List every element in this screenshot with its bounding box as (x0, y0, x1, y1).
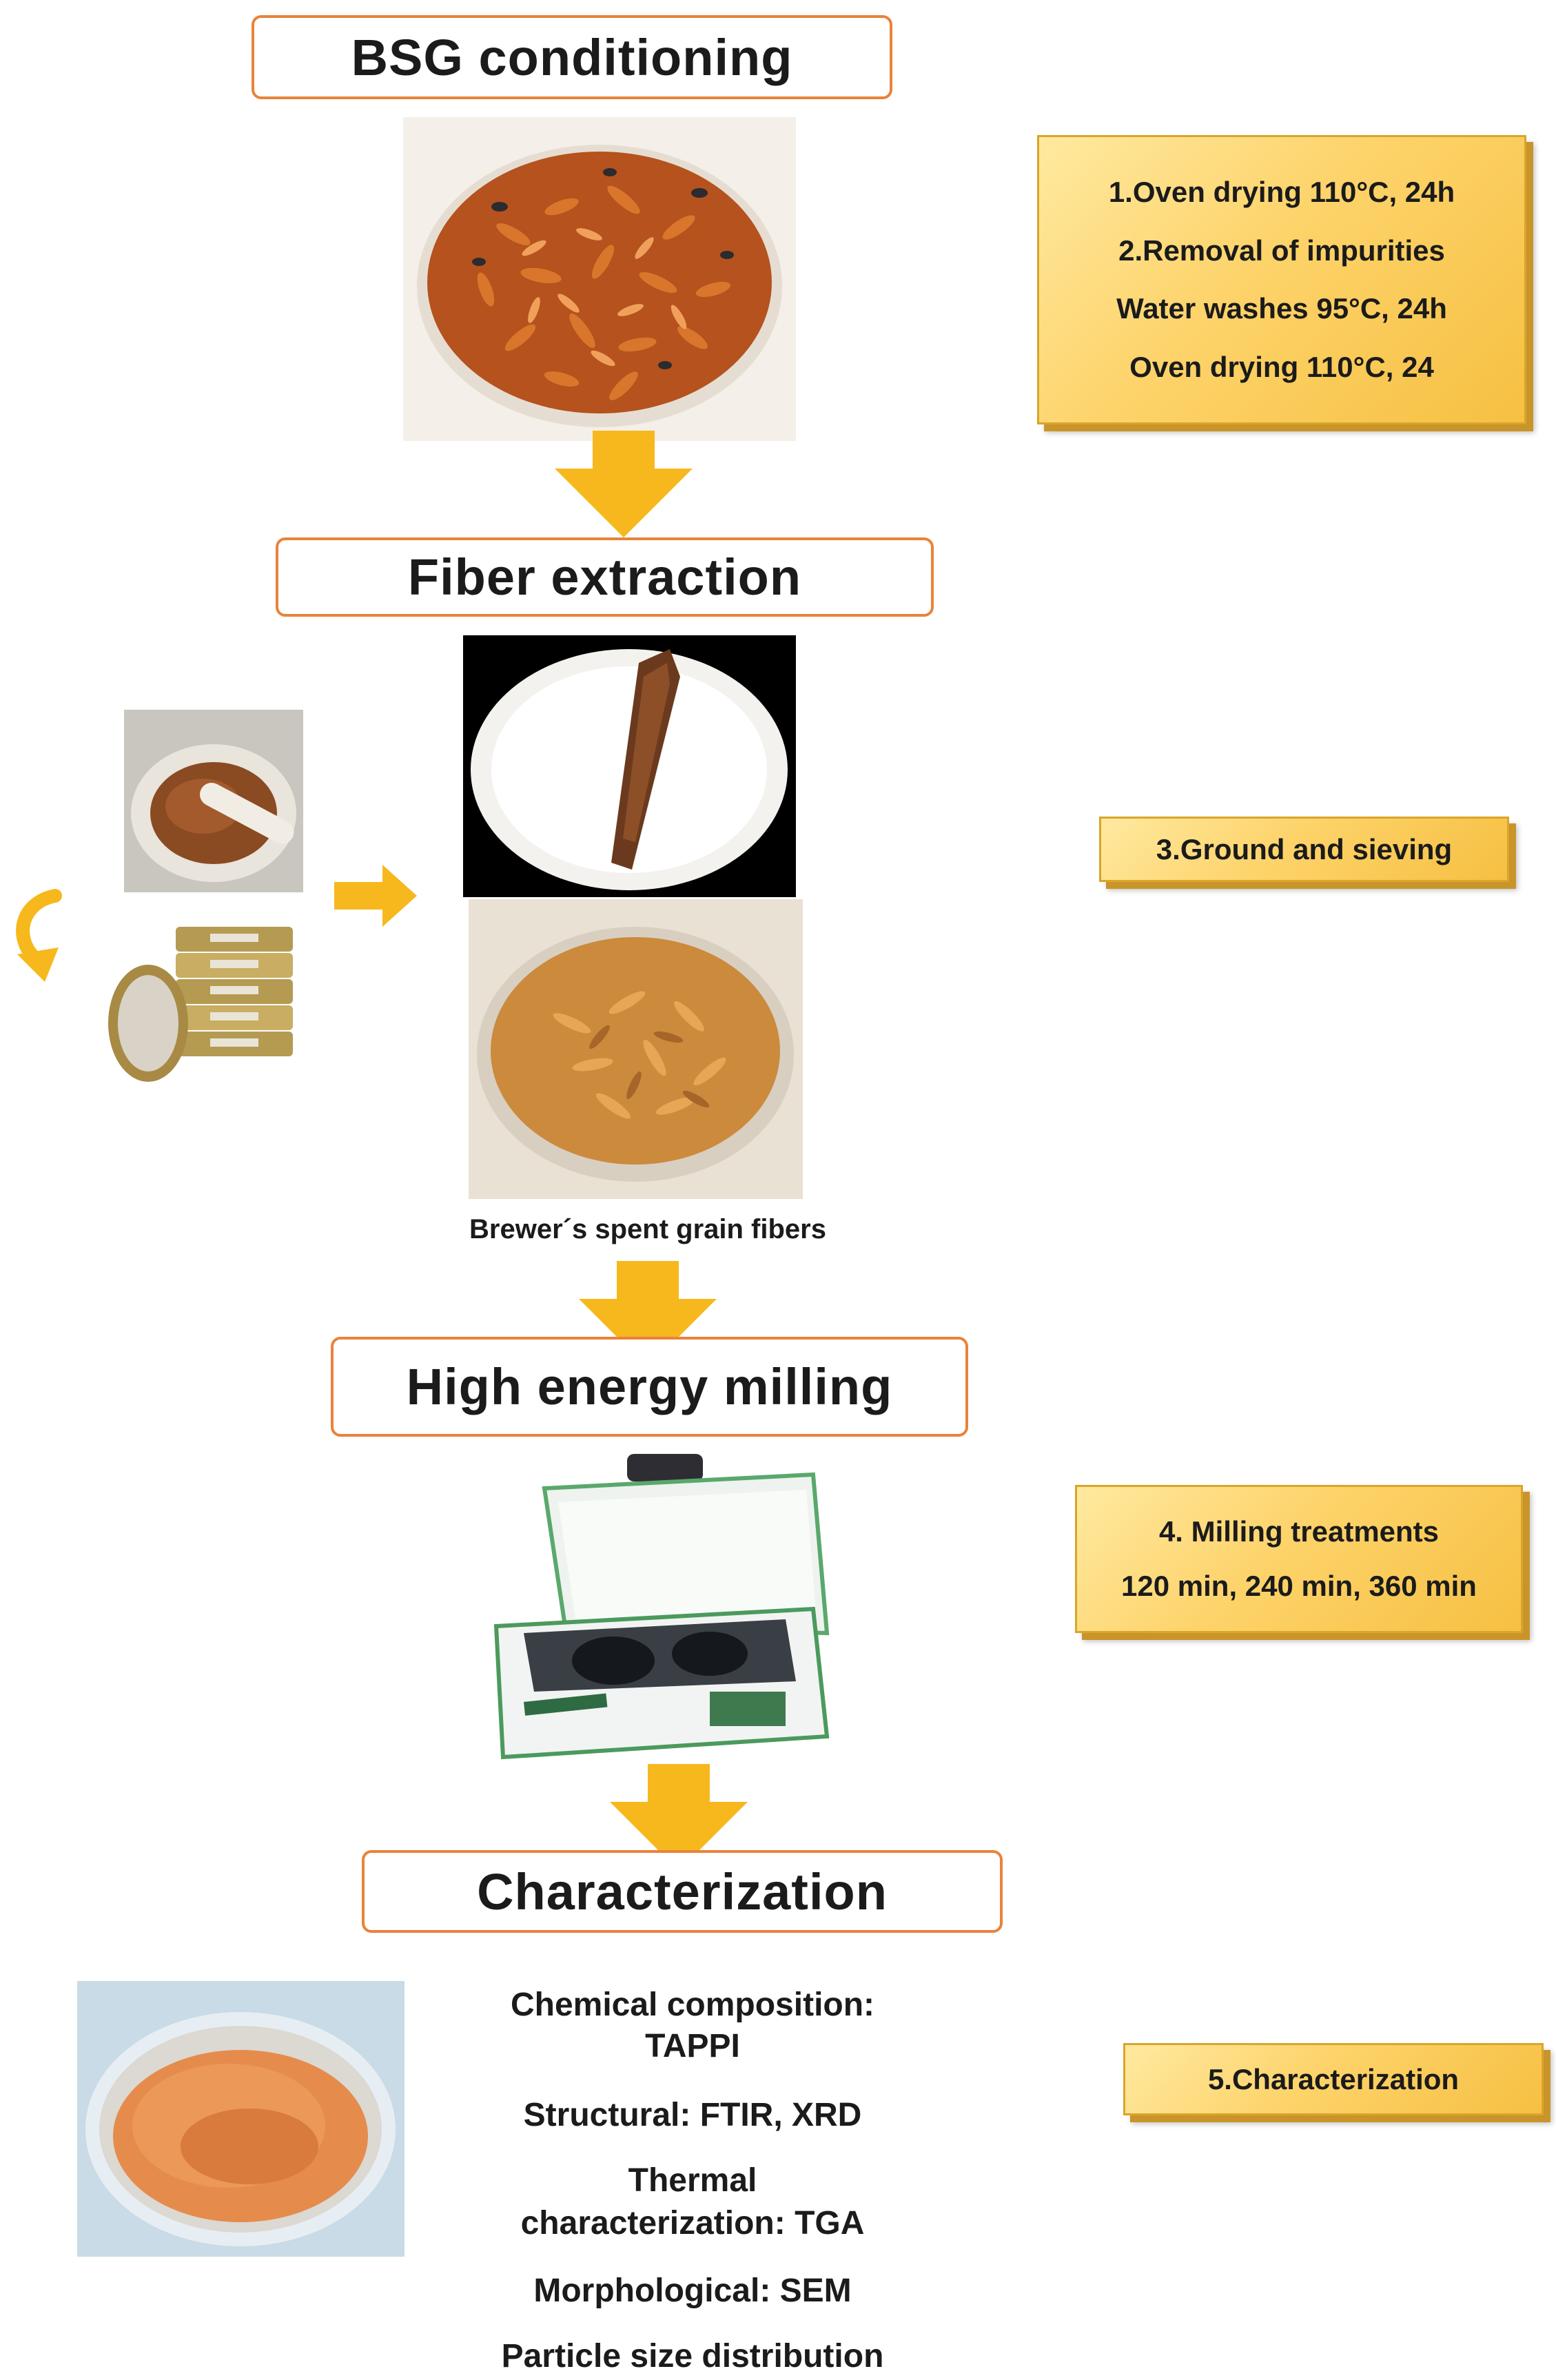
note-step-5-text: 5.Characterization (1207, 2062, 1460, 2095)
mortar-pestle-photo (124, 710, 303, 892)
char-line-3: Structural: FTIR, XRD (523, 2097, 862, 2133)
stage-characterization: Characterization (362, 1850, 1003, 1933)
down-arrow-icon (579, 1261, 717, 1368)
stage-title: BSG conditioning (351, 28, 793, 86)
note-step-1: 1.Oven drying 110°C, 24h 2.Removal of im… (1037, 135, 1526, 424)
char-line-2: TAPPI (645, 2028, 740, 2064)
char-line-1: Chemical composition: (510, 1987, 875, 2023)
char-line-6: Morphological: SEM (533, 2273, 852, 2309)
note-step-4-line-1: 4. Milling treatments (1158, 1515, 1440, 1548)
note-step-1-line-1: 1.Oven drying 110°C, 24h (1108, 176, 1455, 209)
right-arrow-icon (334, 865, 417, 927)
stage-title: Characterization (477, 1863, 888, 1920)
down-arrow-icon (555, 431, 693, 537)
single-fiber-photo (463, 635, 796, 897)
note-step-1-line-2: 2.Removal of impurities (1118, 234, 1445, 267)
fibers-dish-photo (469, 899, 803, 1199)
curved-arrow-icon (16, 889, 62, 982)
stage-title: High energy milling (406, 1358, 893, 1415)
powder-dish-photo (77, 1981, 405, 2257)
char-line-5: characterization: TGA (520, 2205, 865, 2241)
note-step-5: 5.Characterization (1123, 2043, 1544, 2115)
milling-machine-photo (482, 1454, 841, 1764)
stage-high-energy-milling: High energy milling (331, 1337, 968, 1437)
stage-title: Fiber extraction (407, 548, 802, 606)
sieves-photo (100, 913, 310, 1092)
char-line-4: Thermal (628, 2162, 757, 2199)
stage-bsg-conditioning: BSG conditioning (252, 15, 892, 99)
note-step-4-line-2: 120 min, 240 min, 360 min (1121, 1570, 1477, 1602)
note-step-3-text: 3.Ground and sieving (1156, 832, 1453, 865)
note-step-1-line-3: Water washes 95°C, 24h (1116, 292, 1447, 325)
char-line-7: Particle size distribution (501, 2338, 884, 2374)
bsg-grain-photo (403, 117, 796, 441)
note-step-3: 3.Ground and sieving (1099, 817, 1509, 882)
note-step-4: 4. Milling treatments 120 min, 240 min, … (1075, 1485, 1523, 1633)
down-arrow-icon (610, 1764, 748, 1871)
note-step-1-line-4: Oven drying 110°C, 24 (1129, 350, 1434, 383)
fibers-caption: Brewer´s spent grain fibers (469, 1214, 826, 1244)
stage-fiber-extraction: Fiber extraction (276, 537, 934, 617)
